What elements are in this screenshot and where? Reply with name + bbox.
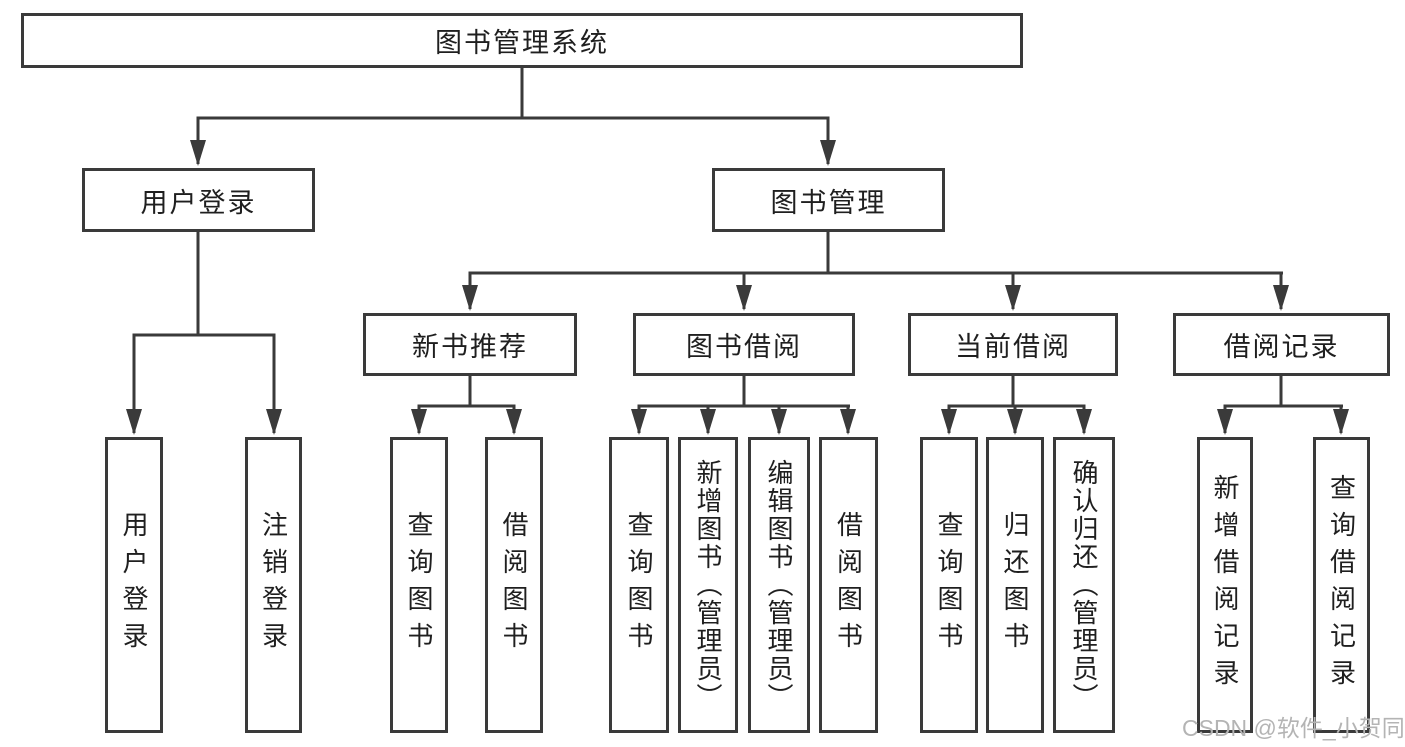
leaf-query-books-recommend: 查询图书: [390, 437, 448, 733]
leaf-query-books-borrow: 查询图书: [609, 437, 669, 733]
leaf-query-books-current: 查询图书: [920, 437, 978, 733]
leaf-add-books-admin: 新增图书（管理员）: [678, 437, 738, 733]
leaf-add-borrow-record: 新增借阅记录: [1197, 437, 1253, 733]
node-new-book-recommend: 新书推荐: [363, 313, 577, 376]
csdn-watermark: CSDN @软件_小贺同学: [1182, 715, 1405, 741]
node-root-system: 图书管理系统: [21, 13, 1023, 68]
node-user-login: 用户登录: [82, 168, 315, 232]
leaf-user-login: 用户登录: [105, 437, 163, 733]
node-book-borrow: 图书借阅: [633, 313, 855, 376]
leaf-logout: 注销登录: [245, 437, 302, 733]
leaf-return-books: 归还图书: [986, 437, 1044, 733]
node-book-management: 图书管理: [712, 168, 945, 232]
leaf-confirm-return-admin: 确认归还（管理员）: [1053, 437, 1115, 733]
leaf-borrow-books: 借阅图书: [819, 437, 878, 733]
node-current-borrow: 当前借阅: [908, 313, 1118, 376]
leaf-query-borrow-record: 查询借阅记录: [1313, 437, 1370, 733]
node-borrow-records: 借阅记录: [1173, 313, 1390, 376]
leaf-borrow-books-recommend: 借阅图书: [485, 437, 543, 733]
leaf-edit-books-admin: 编辑图书（管理员）: [748, 437, 810, 733]
